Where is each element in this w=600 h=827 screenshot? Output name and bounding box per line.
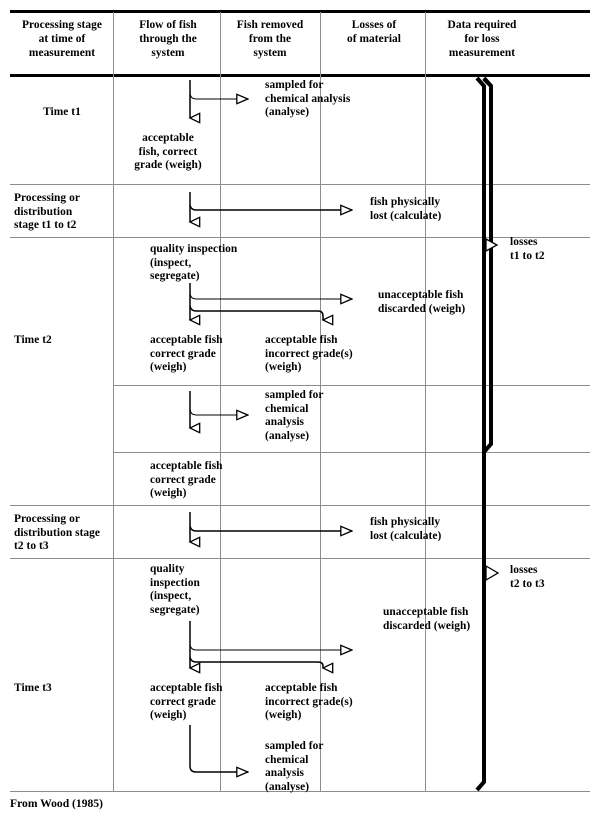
bracket-label-losses-t2-t3: losses t2 to t3: [510, 564, 545, 590]
flow-node-t2-inspection: quality inspection (inspect, segregate): [150, 243, 238, 283]
arrow-t2s-branch-sample: [189, 410, 248, 415]
losses-node-t2-unacceptable: unacceptable fish discarded (weigh): [378, 289, 466, 315]
arrow-t3-branch-unacceptable: [189, 645, 352, 650]
flow-node-t3-acceptable-correct: acceptable fish correct grade (weigh): [150, 682, 223, 722]
col-sep-stage-flow: [113, 12, 114, 791]
row-sep-1: [10, 184, 590, 185]
arrow-t2-branch-unacceptable: [189, 294, 352, 299]
arrow-t1-branch-sample: [189, 94, 248, 99]
flow-node-t2-final-acceptable: acceptable fish correct grade (weigh): [150, 460, 223, 500]
losses-node-t1-t2-lost: fish physically lost (calculate): [370, 196, 442, 222]
header-bottom-rule: [10, 74, 590, 77]
table-top-rule: [10, 10, 590, 13]
arrow-t3-branch-sample: [189, 725, 248, 772]
row-sep-6: [10, 558, 590, 559]
col-sep-removed-losses: [320, 12, 321, 791]
losses-node-t2-t3-lost: fish physically lost (calculate): [370, 516, 442, 542]
bracket-t1-t2-shape: [482, 77, 493, 454]
figure-caption: From Wood (1985): [10, 797, 103, 810]
col-sep-flow-removed: [220, 12, 221, 791]
row-sep-5: [10, 505, 590, 506]
removed-node-t2-incorrect-grade: acceptable fish incorrect grade(s) (weig…: [265, 334, 353, 374]
arrow-s12-branch-loss: [189, 205, 352, 210]
bracket-t2-t3-shape: [482, 76, 493, 88]
column-header-stage: Processing stage at time of measurement: [22, 19, 102, 59]
arrow-t3-branch-incorrect: [189, 656, 323, 668]
flow-node-t2-acceptable-correct: acceptable fish correct grade (weigh): [150, 334, 223, 374]
arrow-s23-branch-loss: [189, 526, 352, 531]
column-header-losses: Losses of of material: [347, 19, 401, 45]
removed-node-t1-sampled: sampled for chemical analysis (analyse): [265, 79, 351, 119]
bracket-pointer-t2-t3: [485, 564, 500, 582]
bracket-label-losses-t1-t2: losses t1 to t2: [510, 236, 545, 262]
row-sep-3: [113, 385, 590, 386]
removed-node-t2-sampled: sampled for chemical analysis (analyse): [265, 389, 324, 442]
column-header-data: Data required for loss measurement: [447, 19, 517, 59]
column-header-flow: Flow of fish through the system: [139, 19, 197, 59]
row-label-stage-t1-t2: Processing or distribution stage t1 to t…: [14, 192, 80, 232]
table-bottom-rule: [10, 791, 590, 792]
row-label-stage-t2-t3: Processing or distribution stage t2 to t…: [14, 513, 101, 553]
bracket-pointer-t1-t2: [485, 237, 499, 253]
row-label-time-t3: Time t3: [14, 682, 52, 694]
losses-node-t3-unacceptable: unacceptable fish discarded (weigh): [383, 606, 471, 632]
row-label-time-t1: Time t1: [43, 106, 81, 118]
row-sep-4: [113, 452, 590, 453]
col-sep-losses-data: [425, 12, 426, 791]
removed-node-t3-sampled: sampled for chemical analysis (analyse): [265, 740, 324, 793]
row-label-time-t2: Time t2: [14, 334, 52, 346]
column-header-removed: Fish removed from the system: [236, 19, 304, 59]
row-sep-2: [10, 237, 590, 238]
removed-node-t3-incorrect-grade: acceptable fish incorrect grade(s) (weig…: [265, 682, 353, 722]
flow-node-t3-inspection: quality inspection (inspect, segregate): [150, 563, 200, 616]
arrow-t2-branch-incorrect: [189, 305, 323, 320]
flow-node-t1-acceptable: acceptable fish, correct grade (weigh): [134, 132, 202, 172]
